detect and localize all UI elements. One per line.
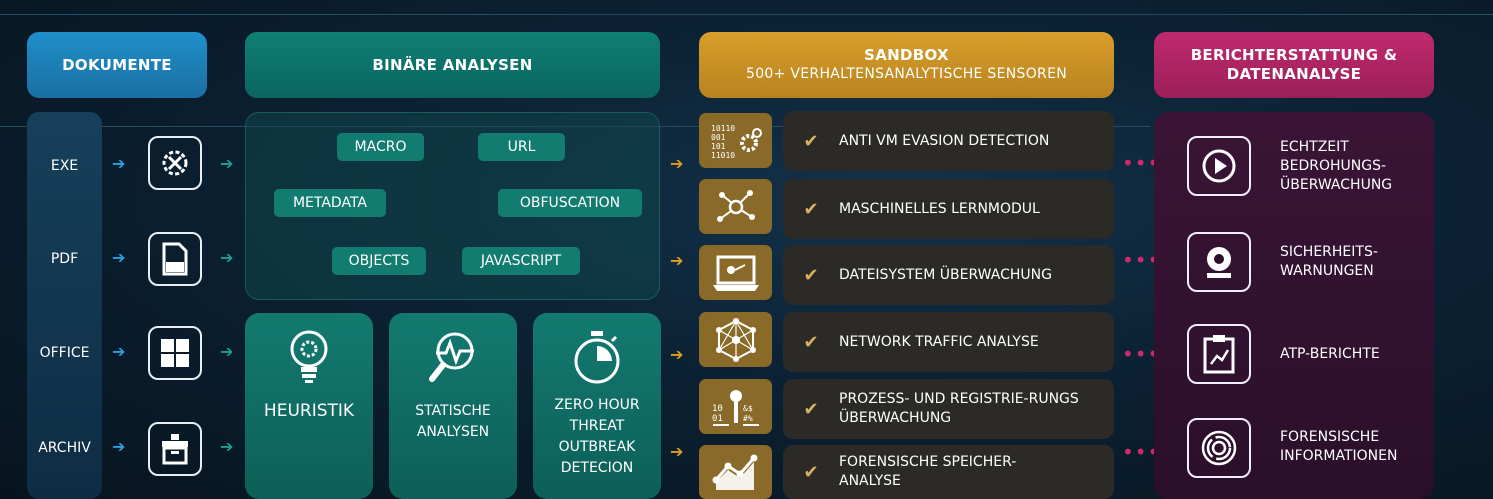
clipboard-chart-icon	[1187, 324, 1251, 384]
report-label: FORENSISCHE INFORMATIONEN	[1280, 429, 1398, 464]
network-mesh-icon	[699, 312, 772, 367]
sandbox-feature: ✔ ANTI VM EVASION DETECTION	[783, 111, 1114, 171]
play-icon	[1187, 136, 1251, 196]
laptop-icon	[699, 245, 772, 300]
chip-obfuscation: OBFUSCATION	[498, 189, 642, 217]
connector-dots: •••	[1122, 440, 1161, 464]
file-type-office: OFFICE	[39, 345, 90, 361]
chip-macro: MACRO	[337, 133, 424, 161]
feature-label: DATEISYSTEM ÜBERWACHUNG	[839, 266, 1052, 283]
chip-javascript: JAVASCRIPT	[462, 247, 580, 275]
connector-dots: •••	[1122, 342, 1161, 366]
archive-box-icon	[148, 422, 202, 476]
sandbox-feature: ✔ FORENSISCHE SPEICHER-ANALYSE	[783, 445, 1114, 499]
alarm-light-icon	[1187, 232, 1251, 292]
report-label: ATP-BERICHTE	[1280, 346, 1380, 362]
sandbox-title: SANDBOX	[864, 46, 949, 64]
file-type-archiv: ARCHIV	[38, 440, 91, 456]
arrow-right-icon: ➔	[670, 442, 684, 461]
windows-icon	[148, 326, 202, 380]
arrow-right-icon: ➔	[112, 342, 126, 361]
report-label: SICHERHEITS-WARNUNGEN	[1280, 244, 1378, 279]
svg-text:#%: #%	[743, 414, 753, 423]
report-label: ECHTZEIT BEDROHUNGS-ÜBERWACHUNG	[1280, 139, 1393, 193]
arrow-right-icon: ➔	[112, 154, 126, 173]
arrow-right-icon: ➔	[670, 154, 684, 173]
feature-label: FORENSISCHE SPEICHER-ANALYSE	[839, 454, 1017, 489]
file-type-pdf: PDF	[50, 251, 79, 267]
checkmark-icon: ✔	[803, 398, 819, 420]
svg-text:&$: &$	[743, 404, 753, 413]
magnifier-pulse-icon	[429, 332, 474, 382]
chip-url: URL	[478, 133, 565, 161]
report-panel	[1154, 112, 1434, 499]
file-type-panel	[27, 112, 102, 499]
card-statische-analysen: STATISCHE ANALYSEN	[389, 313, 517, 499]
svg-text:10: 10	[712, 404, 723, 414]
sandbox-subtitle: 500+ VERHALTENSANALYTISCHE SENSOREN	[746, 66, 1067, 82]
checkmark-icon: ✔	[803, 198, 819, 220]
svg-text:101: 101	[711, 142, 726, 151]
svg-text:11010: 11010	[711, 151, 735, 160]
card-label: STATISCHE ANALYSEN	[415, 403, 491, 440]
sandbox-feature: ✔ NETWORK TRAFFIC ANALYSE	[783, 312, 1114, 372]
svg-text:001: 001	[711, 133, 726, 142]
arrow-right-icon: ➔	[220, 154, 234, 173]
connector-dots: •••	[1122, 151, 1161, 175]
top-divider	[0, 14, 1493, 15]
feature-label: PROZESS- UND REGISTRIE-RUNGS ÜBERWACHUNG	[839, 391, 1079, 426]
checkmark-icon: ✔	[803, 264, 819, 286]
card-heuristik: HEURISTIK	[245, 313, 373, 499]
chip-objects: OBJECTS	[332, 247, 426, 275]
checkmark-icon: ✔	[803, 331, 819, 353]
feature-label: NETWORK TRAFFIC ANALYSE	[839, 333, 1039, 350]
arrow-right-icon: ➔	[220, 342, 234, 361]
checkmark-icon: ✔	[803, 461, 819, 483]
arrow-right-icon: ➔	[670, 251, 684, 270]
neural-node-icon	[699, 179, 772, 234]
header-dokumente: DOKUMENTE	[27, 32, 207, 98]
arrow-right-icon: ➔	[112, 437, 126, 456]
feature-label: MASCHINELLES LERNMODUL	[839, 200, 1040, 217]
connector-dots: •••	[1122, 248, 1161, 272]
feature-label: ANTI VM EVASION DETECTION	[839, 132, 1050, 149]
header-binaere-analysen: BINÄRE ANALYSEN	[245, 32, 660, 98]
header-sandbox: SANDBOX 500+ VERHALTENSANALYTISCHE SENSO…	[699, 32, 1114, 98]
card-zero-hour: ZERO HOUR THREAT OUTBREAK DETECION	[533, 313, 661, 499]
svg-text:10110: 10110	[711, 124, 735, 133]
card-label: HEURISTIK	[263, 401, 355, 421]
card-label: ZERO HOUR THREAT OUTBREAK DETECION	[554, 397, 640, 476]
arrow-right-icon: ➔	[220, 437, 234, 456]
gear-tools-icon	[148, 136, 202, 190]
arrow-right-icon: ➔	[112, 248, 126, 267]
arrow-right-icon: ➔	[670, 345, 684, 364]
sandbox-feature: ✔ DATEISYSTEM ÜBERWACHUNG	[783, 245, 1114, 305]
sandbox-feature: ✔ MASCHINELLES LERNMODUL	[783, 179, 1114, 239]
trend-chart-icon	[699, 445, 772, 499]
sandbox-feature: ✔ PROZESS- UND REGISTRIE-RUNGS ÜBERWACHUN…	[783, 379, 1114, 439]
arrow-right-icon: ➔	[220, 248, 234, 267]
checkmark-icon: ✔	[803, 130, 819, 152]
header-berichterstattung: BERICHTERSTATTUNG & DATENANALYSE	[1154, 32, 1434, 98]
svg-text:01: 01	[712, 414, 723, 424]
stopwatch-icon	[574, 331, 620, 384]
fingerprint-icon	[1187, 418, 1251, 478]
chip-metadata: METADATA	[274, 189, 386, 217]
document-icon	[148, 232, 202, 286]
file-type-exe: EXE	[50, 158, 79, 174]
bulb-gear-icon	[290, 330, 328, 383]
